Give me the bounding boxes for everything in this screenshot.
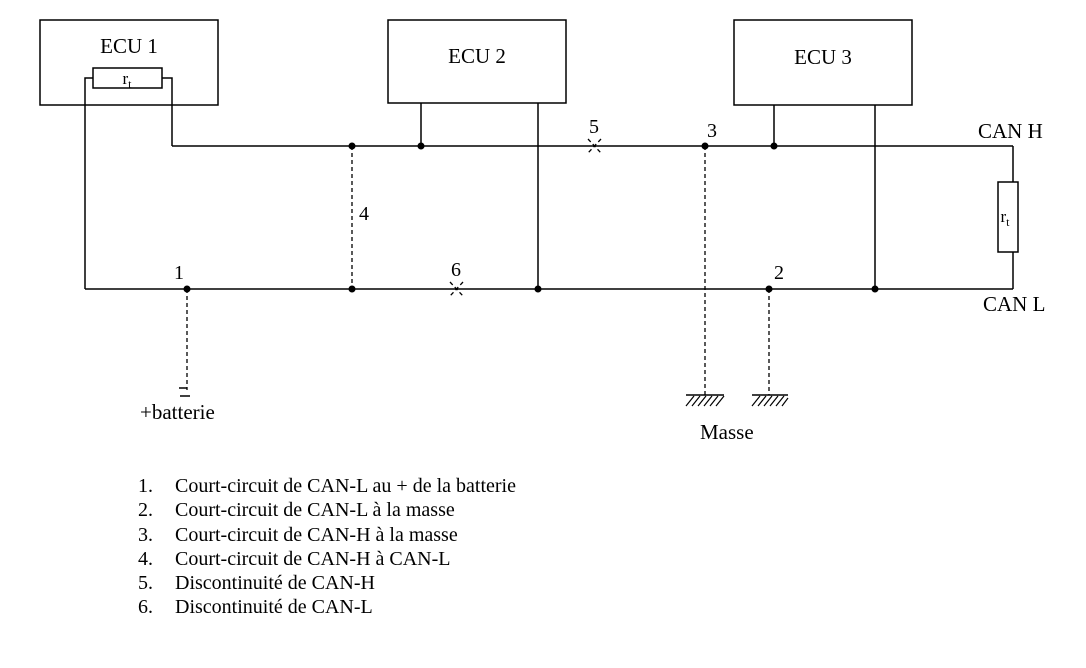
legend-item-number: 3. bbox=[138, 523, 153, 546]
fault-legend: 1. Court-circuit de CAN-L au + de la batt… bbox=[138, 474, 516, 620]
legend-item: 2. Court-circuit de CAN-L à la masse bbox=[138, 498, 516, 522]
fault-marker-4: 4 bbox=[359, 203, 369, 225]
node-can-h-ecu2 bbox=[417, 142, 425, 150]
wires bbox=[84, 77, 1014, 290]
ecu-1: ECU 1 rt bbox=[39, 19, 219, 106]
legend-item-number: 1. bbox=[138, 475, 153, 497]
legend-item-text: Court-circuit de CAN-H à la masse bbox=[175, 523, 458, 546]
legend-item-text: Court-circuit de CAN-L au + de la batter… bbox=[175, 475, 516, 497]
legend-item: 4. Court-circuit de CAN-H à CAN-L bbox=[138, 547, 516, 571]
ecu-1-resistor-label: rt bbox=[122, 69, 132, 91]
fault-marker-1: 1 bbox=[174, 262, 184, 284]
legend-item: 3. Court-circuit de CAN-H à la masse bbox=[138, 523, 516, 547]
termination-resistor-body bbox=[997, 181, 1019, 253]
ecu-3-label: ECU 3 bbox=[794, 45, 852, 69]
can-l-label: CAN L bbox=[983, 292, 1045, 316]
ecu-3-box bbox=[733, 19, 913, 106]
ecu-1-box bbox=[39, 19, 219, 106]
ground-label: Masse bbox=[700, 420, 754, 444]
node-can-h-ecu3 bbox=[770, 142, 778, 150]
break-marker-6 bbox=[449, 281, 464, 297]
can-h-label: CAN H bbox=[978, 119, 1043, 143]
legend-item-number: 4. bbox=[138, 547, 153, 570]
ecu-2-label: ECU 2 bbox=[448, 44, 506, 68]
legend-item: 1. Court-circuit de CAN-L au + de la batt… bbox=[138, 474, 516, 498]
ecu-1-can-l-lead bbox=[84, 77, 93, 289]
ecu-2: ECU 2 bbox=[387, 19, 567, 104]
legend-item-number: 2. bbox=[138, 499, 153, 522]
node-can-l-ecu2 bbox=[534, 285, 542, 293]
break-marker-5 bbox=[587, 138, 602, 154]
termination-resistor: rt bbox=[997, 181, 1019, 253]
ecu-2-box bbox=[387, 19, 567, 104]
fault-marker-6: 6 bbox=[451, 259, 461, 281]
battery-terminal bbox=[179, 387, 190, 397]
legend-item-text: Discontinuité de CAN-H bbox=[175, 572, 375, 595]
legend-item-text: Court-circuit de CAN-L à la masse bbox=[175, 499, 455, 522]
ecu-1-can-h-lead bbox=[162, 77, 173, 146]
ground-symbol-1 bbox=[685, 394, 725, 407]
ground-symbol-2 bbox=[751, 394, 789, 407]
node-can-l-ecu3 bbox=[871, 285, 879, 293]
legend-item: 6. Discontinuité de CAN-L bbox=[138, 595, 516, 619]
legend-item-text: Discontinuité de CAN-L bbox=[175, 596, 373, 619]
legend-item: 5. Discontinuité de CAN-H bbox=[138, 571, 516, 595]
legend-item-number: 6. bbox=[138, 596, 153, 619]
fault-marker-2: 2 bbox=[774, 262, 784, 284]
ecu-1-label: ECU 1 bbox=[100, 34, 158, 58]
fault-marker-5: 5 bbox=[589, 116, 599, 138]
legend-item-number: 5. bbox=[138, 572, 153, 595]
junction-nodes bbox=[183, 142, 879, 293]
fault-marker-3: 3 bbox=[707, 120, 717, 142]
battery-label: +batterie bbox=[140, 400, 215, 424]
legend-item-text: Court-circuit de CAN-H à CAN-L bbox=[175, 547, 451, 570]
ecu-3: ECU 3 bbox=[733, 19, 913, 106]
fault-lines bbox=[186, 146, 770, 395]
termination-resistor-label: rt bbox=[1000, 207, 1010, 229]
